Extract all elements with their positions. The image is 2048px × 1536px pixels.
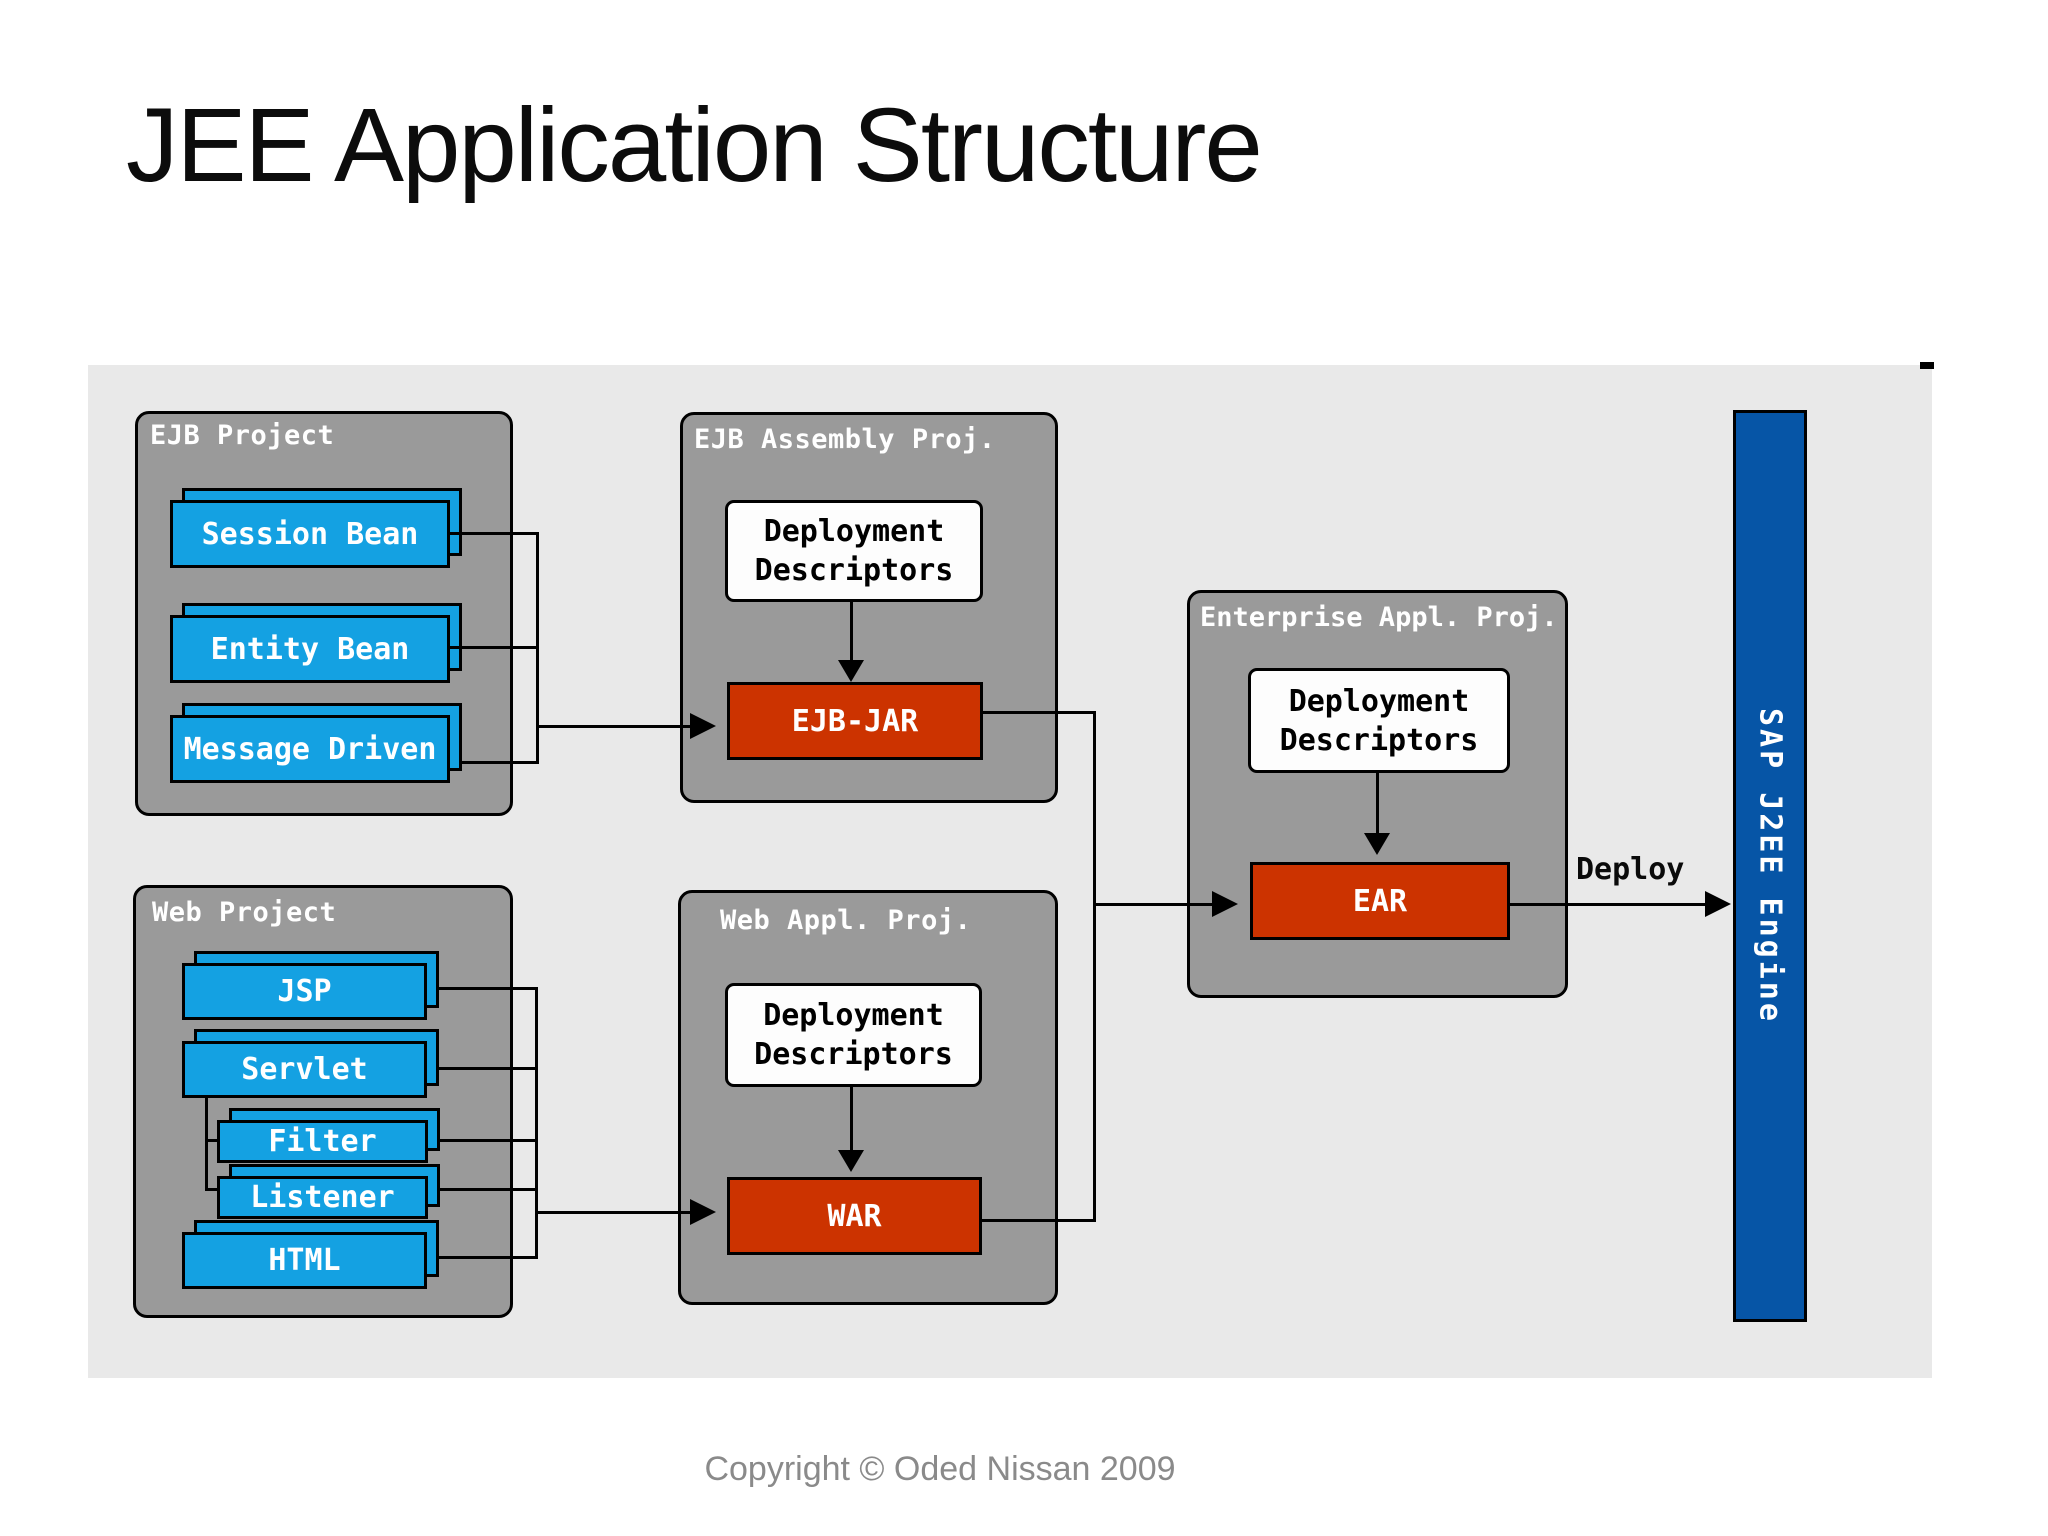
ejb-project-title: EJB Project xyxy=(150,420,335,451)
html-item: HTML xyxy=(182,1220,439,1289)
sap-j2ee-engine-bar: SAP J2EE Engine xyxy=(1733,410,1807,1322)
entity-bean-item: Entity Bean xyxy=(170,603,462,683)
arrow-stem-ent-dd xyxy=(1376,773,1379,836)
connector-servlet-filter xyxy=(205,1139,219,1142)
session-bean-label: Session Bean xyxy=(170,500,450,568)
connector-ejb-trunk xyxy=(536,532,539,764)
connector-entity-bean xyxy=(448,646,538,649)
panel-corner-dash xyxy=(1920,362,1934,369)
enterprise-title: Enterprise Appl. Proj. xyxy=(1200,602,1558,633)
connector-deploy xyxy=(1510,903,1705,906)
deploy-label: Deploy xyxy=(1576,852,1685,887)
arrowhead-ejb-dd xyxy=(838,660,864,682)
web-appl-title: Web Appl. Proj. xyxy=(720,905,972,936)
arrowhead-into-engine xyxy=(1705,891,1731,917)
web-project-title: Web Project xyxy=(152,897,337,928)
listener-label: Listener xyxy=(217,1176,428,1219)
connector-session-bean xyxy=(450,532,538,535)
connector-web-trunk xyxy=(535,987,538,1259)
arrow-stem-ejb-dd xyxy=(850,602,853,664)
connector-html xyxy=(439,1256,537,1259)
arrowhead-ent-dd xyxy=(1364,833,1390,855)
arrowhead-into-ejb-jar xyxy=(690,713,716,739)
ear-box: EAR xyxy=(1250,862,1510,940)
servlet-label: Servlet xyxy=(182,1041,427,1098)
connector-war-out xyxy=(982,1219,1093,1222)
arrow-stem-web-dd xyxy=(850,1087,853,1153)
connector-servlet-listener xyxy=(205,1188,219,1191)
ejb-assembly-deployment-descriptors: Deployment Descriptors xyxy=(725,500,983,602)
connector-servlet xyxy=(439,1067,537,1070)
connector-filter xyxy=(440,1139,537,1142)
connector-jsp xyxy=(439,987,537,990)
connector-message-driven xyxy=(460,761,538,764)
connector-ejb-to-ejbjar xyxy=(536,725,690,728)
arrowhead-into-ear xyxy=(1212,891,1238,917)
war-box: WAR xyxy=(727,1177,982,1255)
listener-item: Listener xyxy=(217,1164,440,1219)
jsp-label: JSP xyxy=(182,963,427,1020)
copyright-text: Copyright © Oded Nissan 2009 xyxy=(704,1450,1176,1488)
html-label: HTML xyxy=(182,1232,427,1289)
servlet-item: Servlet xyxy=(182,1029,439,1098)
enterprise-deployment-descriptors: Deployment Descriptors xyxy=(1248,668,1510,773)
filter-label: Filter xyxy=(217,1120,428,1163)
connector-to-ear xyxy=(1093,903,1212,906)
arrowhead-into-war xyxy=(690,1199,716,1225)
ejb-assembly-title: EJB Assembly Proj. xyxy=(694,424,996,455)
connector-web-to-war xyxy=(535,1211,690,1214)
connector-servlet-branch xyxy=(205,1098,208,1191)
web-appl-deployment-descriptors: Deployment Descriptors xyxy=(725,983,982,1087)
sap-j2ee-engine-label: SAP J2EE Engine xyxy=(1752,708,1788,1024)
filter-item: Filter xyxy=(217,1108,440,1163)
session-bean-item: Session Bean xyxy=(170,488,462,568)
ejb-jar-box: EJB-JAR xyxy=(727,682,983,760)
connector-ejbjar-out xyxy=(983,711,1095,714)
jsp-item: JSP xyxy=(182,951,439,1020)
entity-bean-label: Entity Bean xyxy=(170,615,450,683)
page-title: JEE Application Structure xyxy=(126,87,1263,204)
connector-listener xyxy=(440,1188,537,1191)
message-driven-item: Message Driven xyxy=(170,703,462,783)
message-driven-label: Message Driven xyxy=(170,715,450,783)
connector-mid-trunk xyxy=(1093,711,1096,1222)
arrowhead-web-dd xyxy=(838,1150,864,1172)
